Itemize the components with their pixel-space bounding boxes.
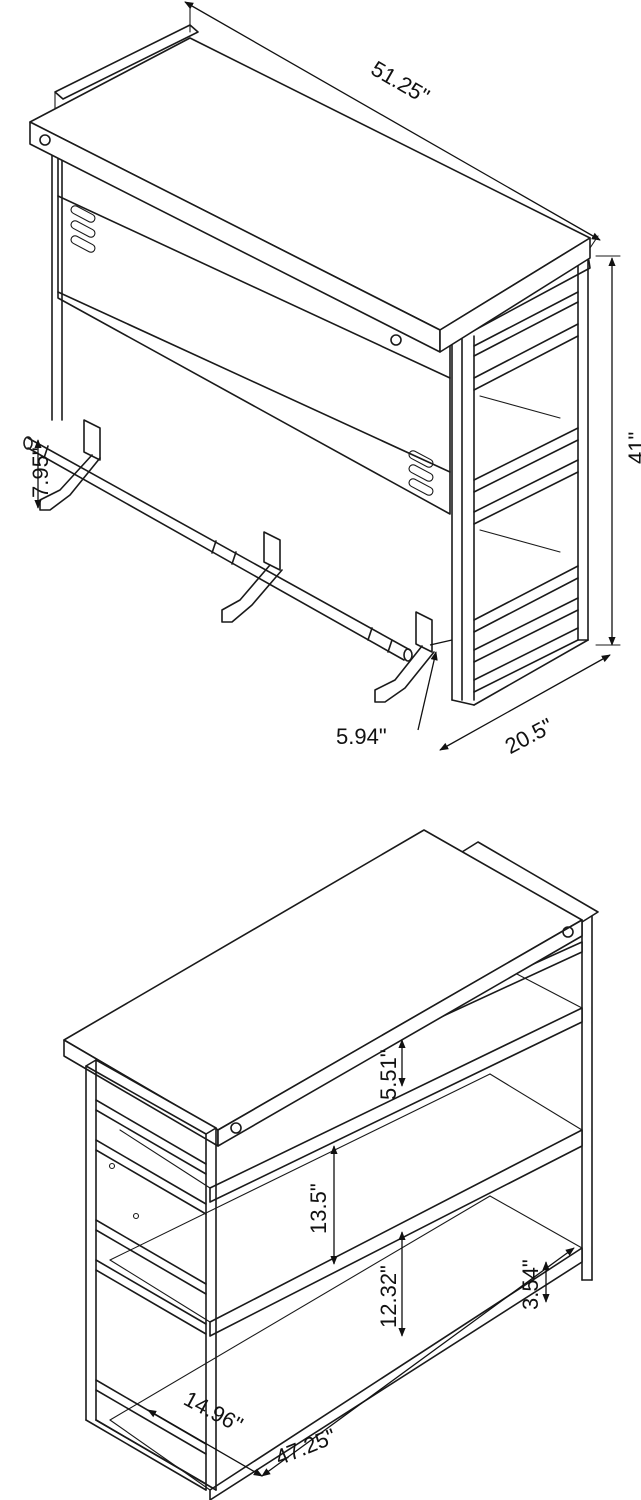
footrest-height-label: 7.95" [28, 447, 53, 498]
footrest-offset-dimension: 5.94" [336, 639, 453, 749]
depth-dimension: 20.5" [439, 654, 611, 759]
top-shelf-gap-label: 5.51" [376, 1049, 401, 1100]
vent-slots-left [70, 205, 96, 253]
bar-front-view: 51.25" 41" 20.5" 7.95" 5.94" [23, 1, 641, 759]
middle-shelf-gap-dimension: 13.5" [306, 1145, 338, 1265]
shelf-depth-label: 14.96" [180, 1386, 247, 1438]
top-shelf-gap-dimension: 5.51" [376, 1039, 406, 1100]
bottom-clearance-dimension: 3.54" [518, 1259, 550, 1310]
vent-slots-right [408, 450, 434, 496]
footrest-offset-label: 5.94" [336, 724, 387, 749]
near-side-frame [85, 1059, 217, 1491]
bottom-clearance-label: 3.54" [518, 1259, 543, 1310]
width-label: 51.25" [367, 56, 434, 109]
height-label: 41" [624, 432, 641, 464]
height-dimension: 41" [595, 255, 641, 646]
bar-back-view: 5.51" 13.5" 12.32" 3.54" 14.96" 47.25" [63, 829, 599, 1500]
middle-shelf-gap-label: 13.5" [306, 1183, 331, 1234]
footrest-height-dimension: 7.95" [28, 439, 53, 509]
depth-label: 20.5" [501, 713, 557, 759]
lower-shelf-gap-label: 12.32" [376, 1265, 401, 1328]
footrest-bar [23, 419, 435, 703]
